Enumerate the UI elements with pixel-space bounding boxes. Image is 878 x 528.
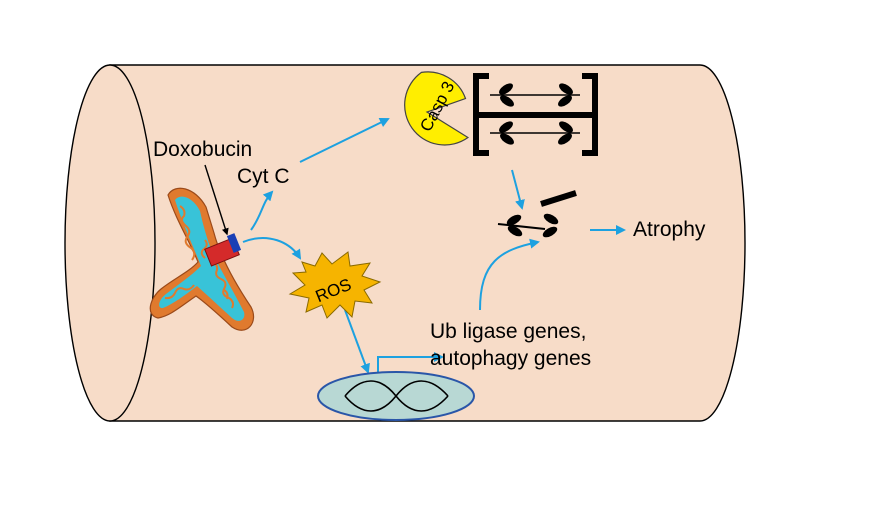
doxorubicin-pointer-arrow xyxy=(204,164,229,236)
sarcomere xyxy=(473,73,598,156)
ros-starburst: ROS xyxy=(288,251,382,319)
nucleus xyxy=(317,371,475,421)
arrow-sarcomere-to-cleaved xyxy=(511,169,525,210)
arrow-mito-to-cytc xyxy=(250,190,274,231)
atrophy-label: Atrophy xyxy=(633,218,706,241)
arrow-mito-to-ros xyxy=(242,237,302,260)
cylinder-end xyxy=(64,64,156,422)
mitochondrion xyxy=(149,187,255,331)
arrow-cytc-to-casp3 xyxy=(299,118,390,163)
pathway-arrows xyxy=(242,118,626,390)
doxorubicin-label: Doxobucin xyxy=(153,138,252,161)
arrow-ros-to-nucleus xyxy=(344,309,370,374)
cleaved-fragments xyxy=(497,190,577,238)
doxorubicin-drug xyxy=(204,233,242,267)
autophagy-label: autophagy genes xyxy=(430,347,591,370)
arrow-genes-to-cleaved xyxy=(479,238,540,311)
muscle-fiber-cylinder xyxy=(64,64,746,422)
ub-ligase-label: Ub ligase genes, xyxy=(430,320,586,343)
casp3-pacman: Casp 3 xyxy=(404,71,470,146)
cytc-label: Cyt C xyxy=(237,165,290,188)
